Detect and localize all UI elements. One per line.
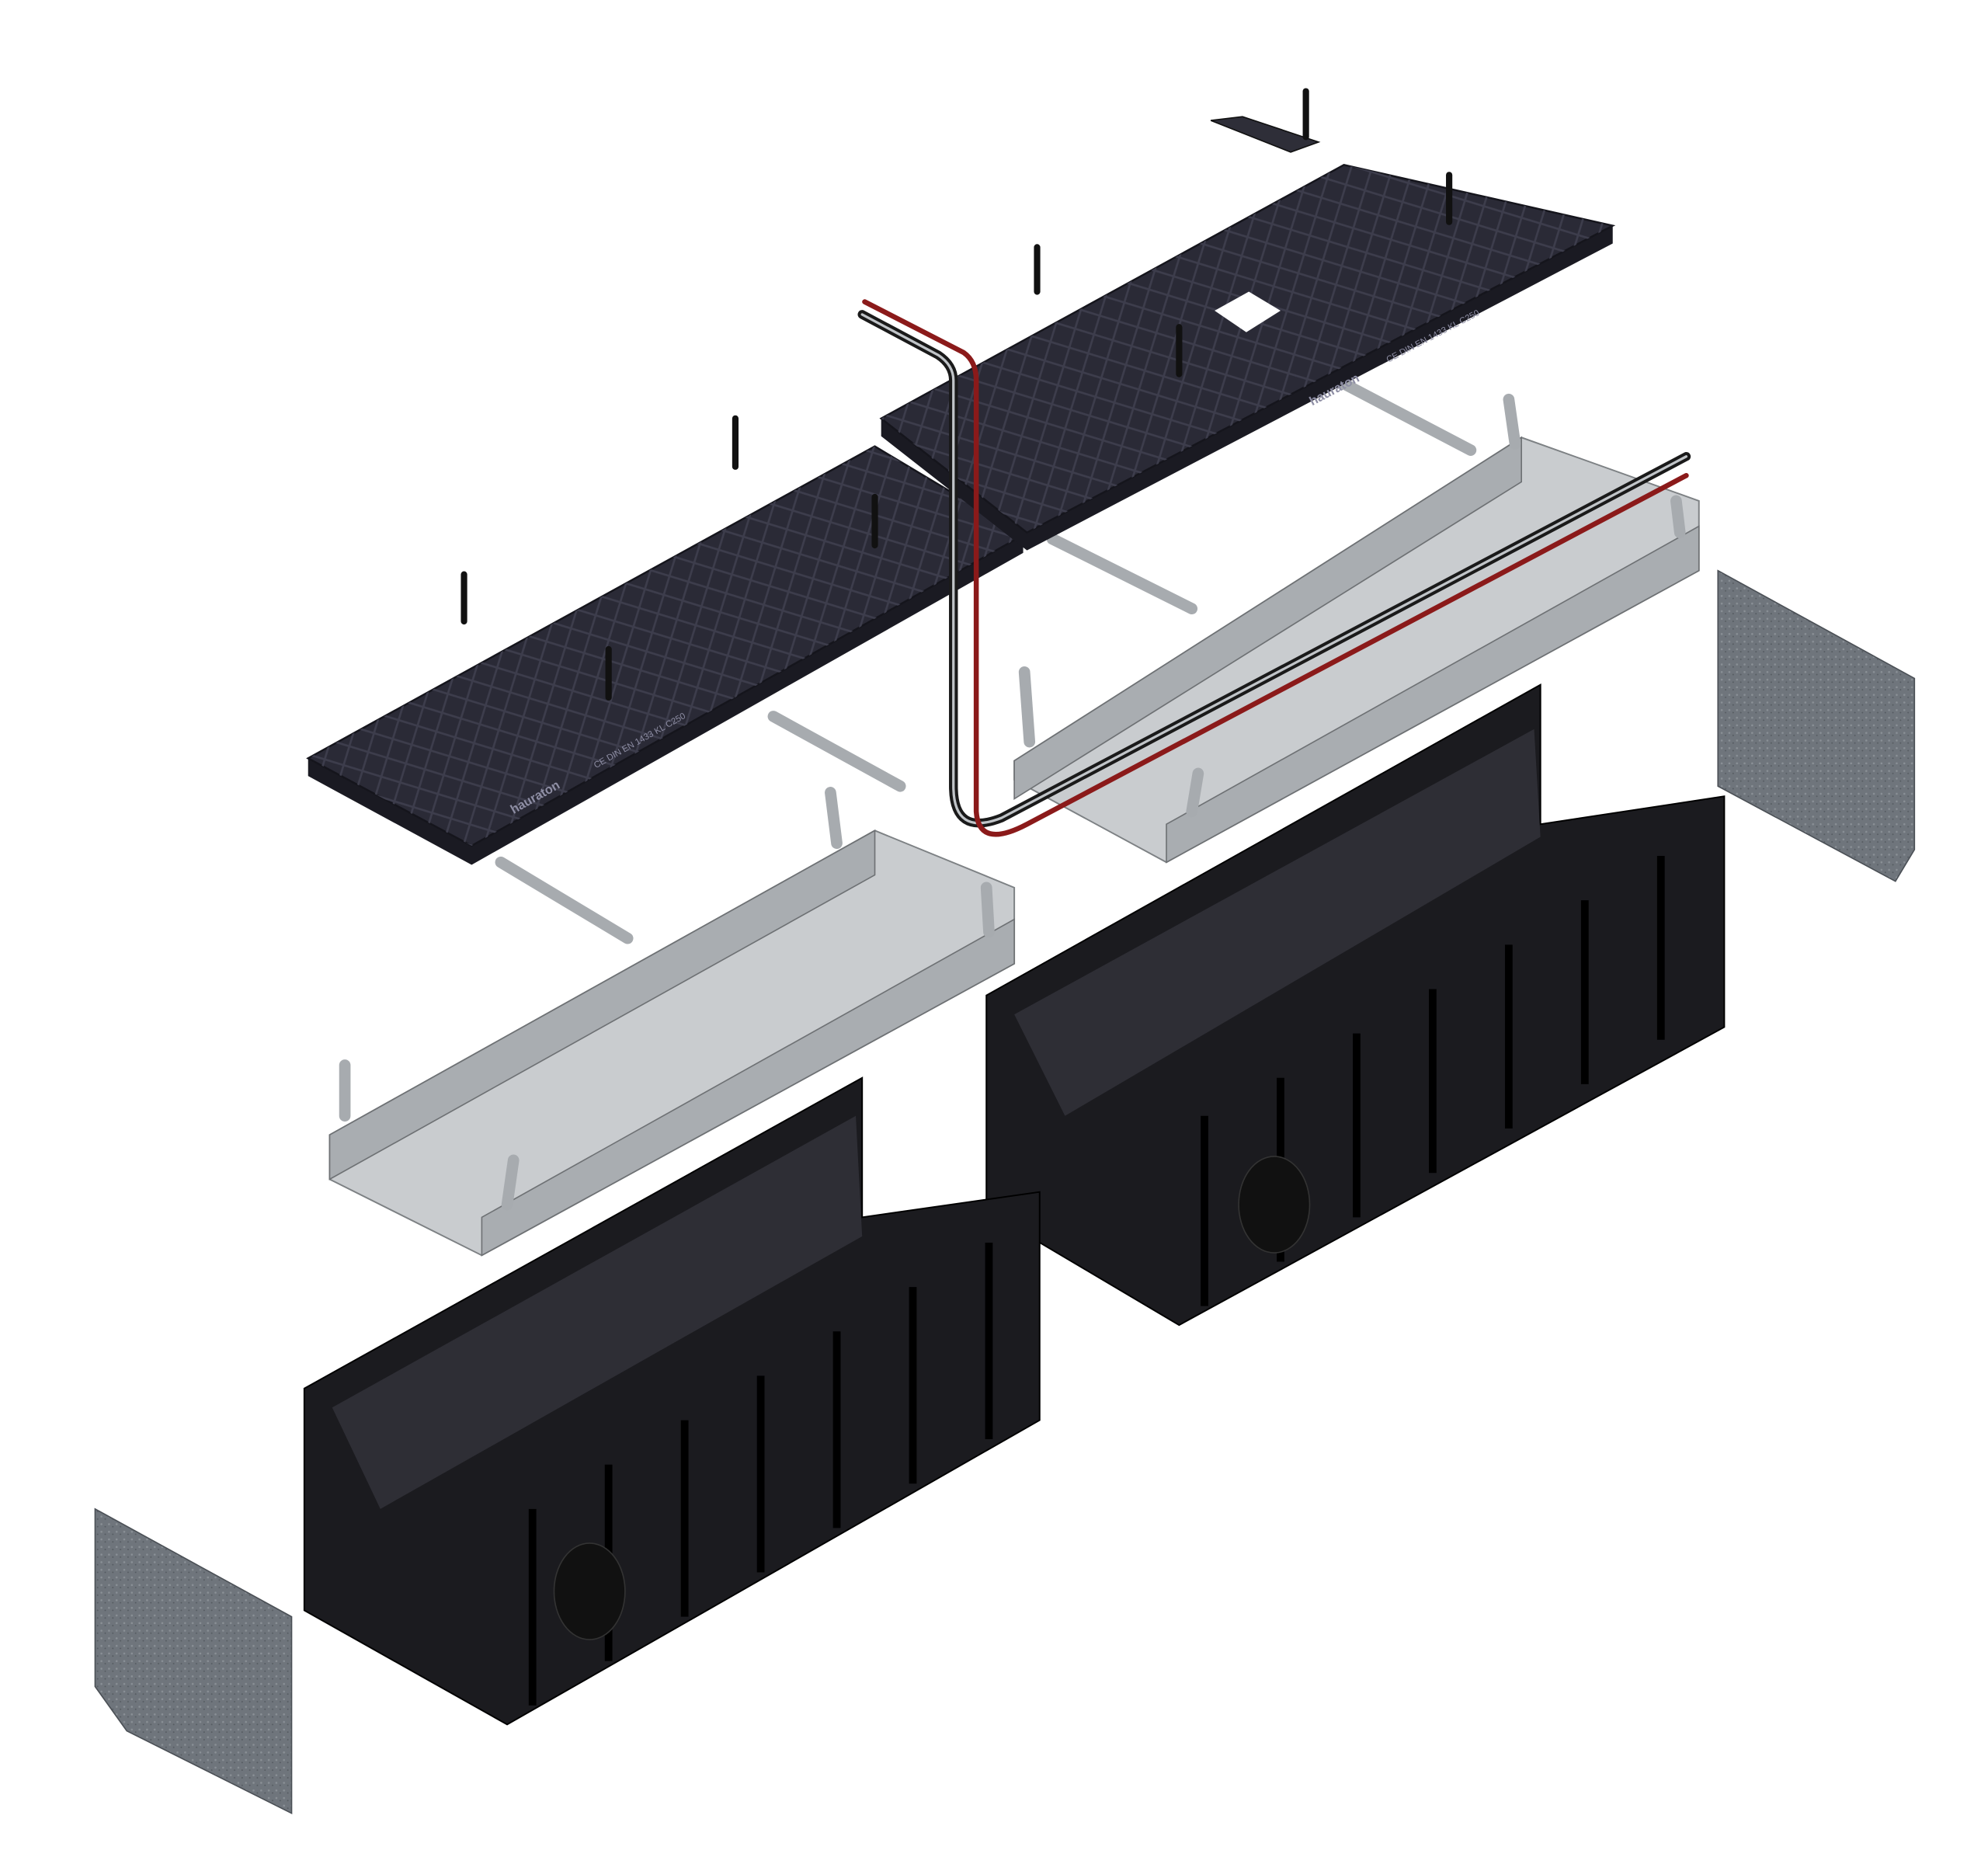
fixing-bolts — [461, 88, 1453, 701]
channel-body-right — [985, 683, 1726, 1327]
heating-cables — [857, 299, 1691, 837]
access-opening — [1215, 291, 1281, 332]
locking-bars — [495, 374, 1477, 944]
grate-left: hauraton CE DIN EN 1433 KL C250 — [306, 445, 1025, 865]
channel-body-left — [303, 1076, 1041, 1726]
end-cap-left — [94, 1508, 293, 1815]
outlet-spigot-left — [553, 1542, 626, 1640]
outlet-spigot-right — [1238, 1156, 1311, 1254]
access-cover-plate — [1210, 116, 1321, 153]
end-cap-right — [1717, 569, 1916, 882]
galvanised-tray-left — [328, 787, 1016, 1257]
